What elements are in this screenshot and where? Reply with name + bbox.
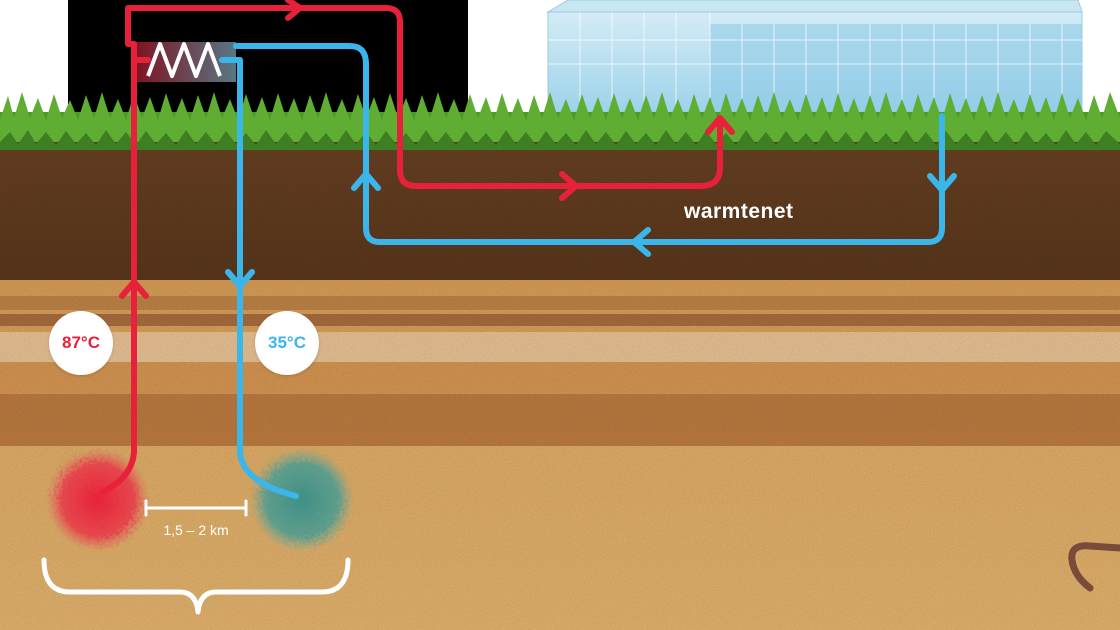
- ground-layers: [0, 130, 1120, 630]
- hot-temperature-badge: 87°C: [49, 311, 113, 375]
- grass-strip: [0, 92, 1120, 150]
- well-pair-brace: [41, 557, 351, 615]
- arrow-up-greenhouse: [705, 115, 735, 135]
- hot-temperature-label: 87°C: [62, 333, 100, 352]
- greenhouse-icon: [546, 0, 1083, 113]
- cold-reservoir: [250, 448, 354, 552]
- distance-scale-bar: [144, 499, 248, 517]
- cold-temperature-badge: 35°C: [255, 311, 319, 375]
- cold-temperature-label: 35°C: [268, 333, 306, 352]
- cold-injection-pipe: [219, 57, 299, 499]
- hot-production-pipe: [99, 57, 151, 495]
- heat-exchanger-icon: [134, 42, 236, 82]
- cold-return-pipe: [233, 43, 945, 245]
- heat-network-label: warmtenet: [684, 200, 794, 223]
- arrow-down-cold-well: [225, 269, 255, 289]
- partial-pipe-stub: [1068, 542, 1120, 592]
- well-distance-label: 1,5 – 2 km: [163, 522, 229, 538]
- arrow-up-hot-well: [119, 279, 149, 299]
- arrow-right-top: [285, 0, 303, 21]
- arrow-left-return: [631, 227, 651, 257]
- hot-supply-pipe: [125, 5, 723, 189]
- arrow-up-return: [351, 171, 381, 191]
- arrow-right-supply: [559, 171, 579, 201]
- arrow-down-greenhouse-return: [927, 173, 957, 193]
